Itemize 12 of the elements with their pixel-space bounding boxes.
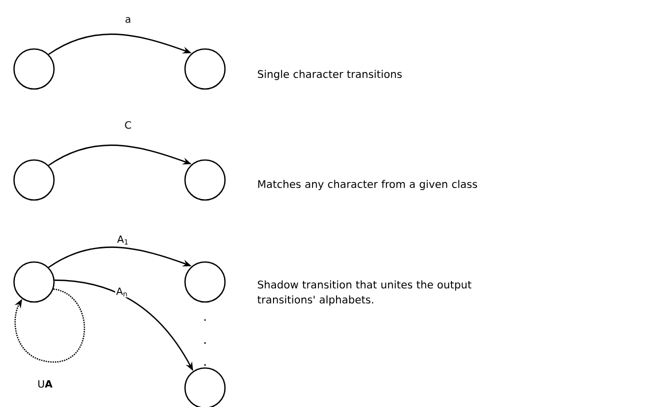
edge-label: UA [36,379,54,389]
state-circle [184,261,226,303]
edge-label: A$_{1}$ [116,234,130,246]
edge-label: C [124,120,132,130]
state-circle [184,159,226,201]
edge-label: a [124,16,132,24]
edge-label: A$_{n}$ [115,286,129,298]
state-circle [13,48,55,90]
arrow [14,288,86,363]
state-circle [184,48,226,90]
state-circle [13,261,55,303]
state-circle [13,159,55,201]
